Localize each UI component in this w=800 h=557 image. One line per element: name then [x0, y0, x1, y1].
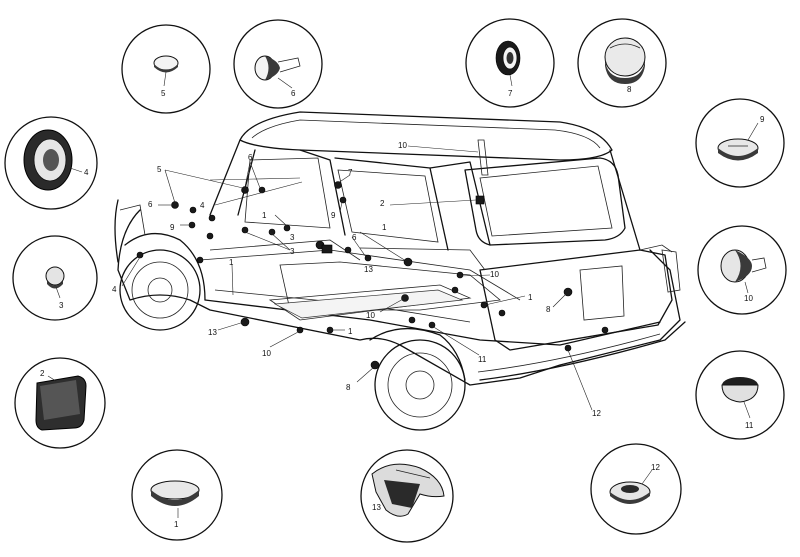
car-label-1-d: 1 [528, 293, 533, 302]
car-body-illustration [114, 111, 686, 431]
car-label-13-sill: 13 [208, 328, 217, 337]
car-label-10-roof: 10 [398, 141, 407, 150]
callout-part-13: 13 [360, 449, 454, 543]
callout-label-2: 2 [40, 369, 45, 378]
callout-part-7: 7 [465, 18, 555, 108]
car-grommets [136, 181, 609, 370]
car-label-9-mid: 9 [331, 211, 336, 220]
callout-label-12: 12 [651, 463, 660, 472]
callout-part-12: 12 [590, 443, 682, 535]
callout-label-7: 7 [508, 89, 513, 98]
callout-part-3: 3 [12, 235, 98, 321]
callout-part-10: 10 [697, 225, 787, 315]
car-label-1-b: 1 [229, 258, 234, 267]
car-label-5: 5 [157, 165, 162, 174]
car-labels: 5 6 6 4 9 1 3 3 1 10 7 9 2 6 1 13 10 1 8… [112, 141, 601, 418]
callout-label-13: 13 [372, 503, 381, 512]
callout-label-9: 9 [760, 115, 765, 124]
callout-part-9: 9 [695, 98, 785, 188]
car-label-3-b: 3 [290, 233, 295, 242]
car-label-8-rear: 8 [546, 305, 551, 314]
callout-part-6: 6 [233, 19, 323, 109]
car-label-10-floor: 10 [366, 311, 375, 320]
car-label-1-c: 1 [382, 223, 387, 232]
car-label-10-sill: 10 [262, 349, 271, 358]
callout-label-1: 1 [174, 520, 179, 529]
car-label-7: 7 [348, 168, 353, 177]
car-label-3-a: 3 [290, 247, 295, 256]
callout-label-3: 3 [59, 301, 64, 310]
car-label-12: 12 [592, 409, 601, 418]
callout-label-4: 4 [84, 168, 89, 177]
car-label-2: 2 [380, 199, 385, 208]
car-label-1-a: 1 [262, 211, 267, 220]
callout-label-5: 5 [161, 89, 166, 98]
callout-part-8: 8 [577, 18, 667, 108]
car-label-1-e: 1 [348, 327, 353, 336]
callout-label-10: 10 [744, 294, 753, 303]
car-label-13-mid: 13 [364, 265, 373, 274]
callout-label-11: 11 [745, 421, 754, 430]
callout-label-6: 6 [291, 89, 296, 98]
car-label-6-side: 6 [148, 200, 153, 209]
callout-part-11: 11 [695, 350, 785, 440]
leader-lines [121, 145, 593, 411]
car-label-8-sill: 8 [346, 383, 351, 392]
car-label-4: 4 [200, 201, 205, 210]
car-label-10-rear: 10 [490, 270, 499, 279]
car-label-11: 11 [478, 355, 487, 364]
car-label-6-mid: 6 [352, 233, 357, 242]
car-label-9-front: 9 [170, 223, 175, 232]
callout-part-1: 1 [131, 449, 223, 541]
callout-label-8: 8 [627, 85, 632, 94]
callout-part-5: 5 [121, 24, 211, 114]
car-label-4-front: 4 [112, 285, 117, 294]
callout-part-4: 4 [4, 116, 98, 210]
car-label-6-top: 6 [248, 153, 253, 162]
callout-part-2: 2 [14, 357, 106, 449]
